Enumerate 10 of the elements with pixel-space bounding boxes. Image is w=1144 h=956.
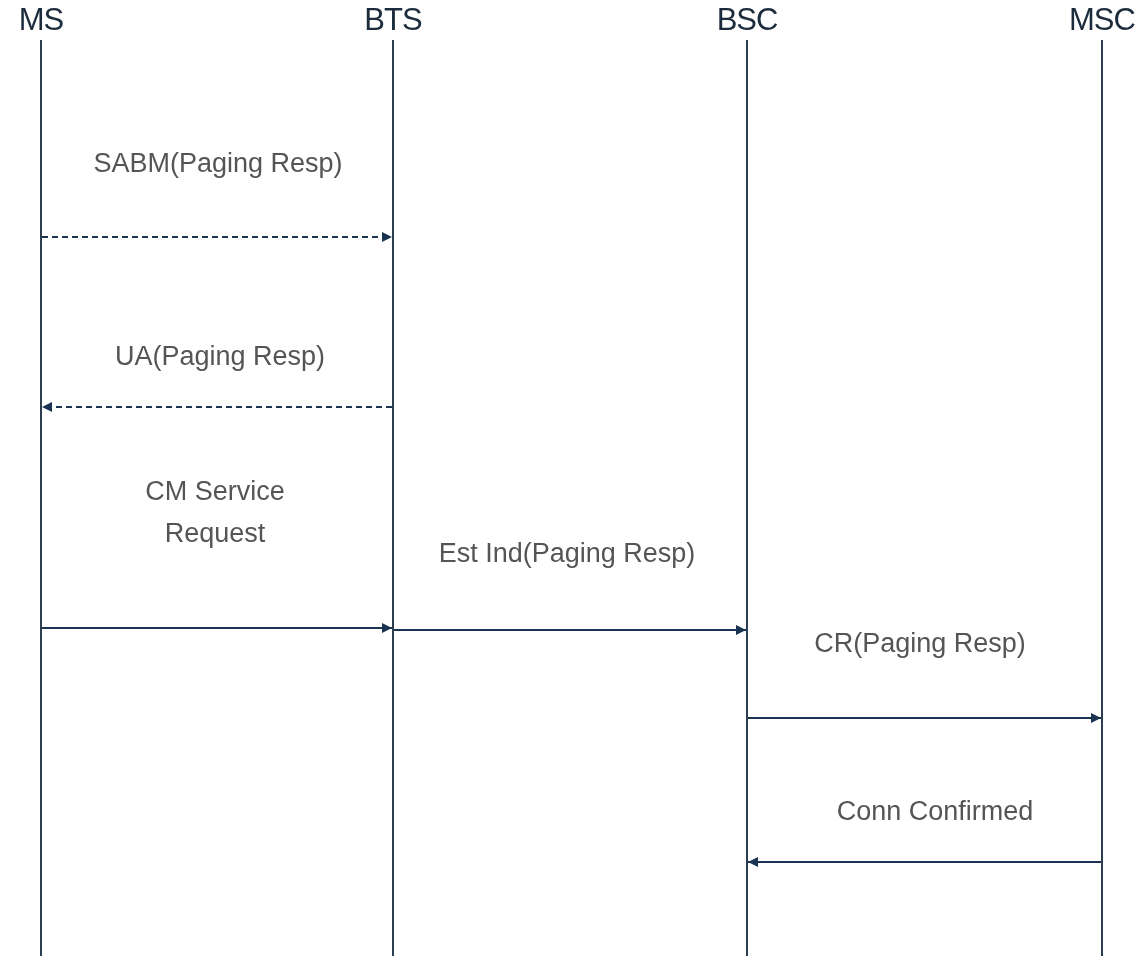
message-arrow [41, 623, 393, 633]
lifeline-label: MS [18, 1, 64, 39]
lifeline-label: MSC [1069, 1, 1135, 39]
message-arrow [393, 625, 747, 635]
message-arrow [747, 713, 1102, 723]
message-arrow [41, 232, 393, 242]
message-arrow [41, 402, 393, 412]
lifeline-label: BTS [364, 1, 422, 39]
lifeline-label: BSC [716, 1, 778, 39]
message-arrow [747, 857, 1102, 867]
